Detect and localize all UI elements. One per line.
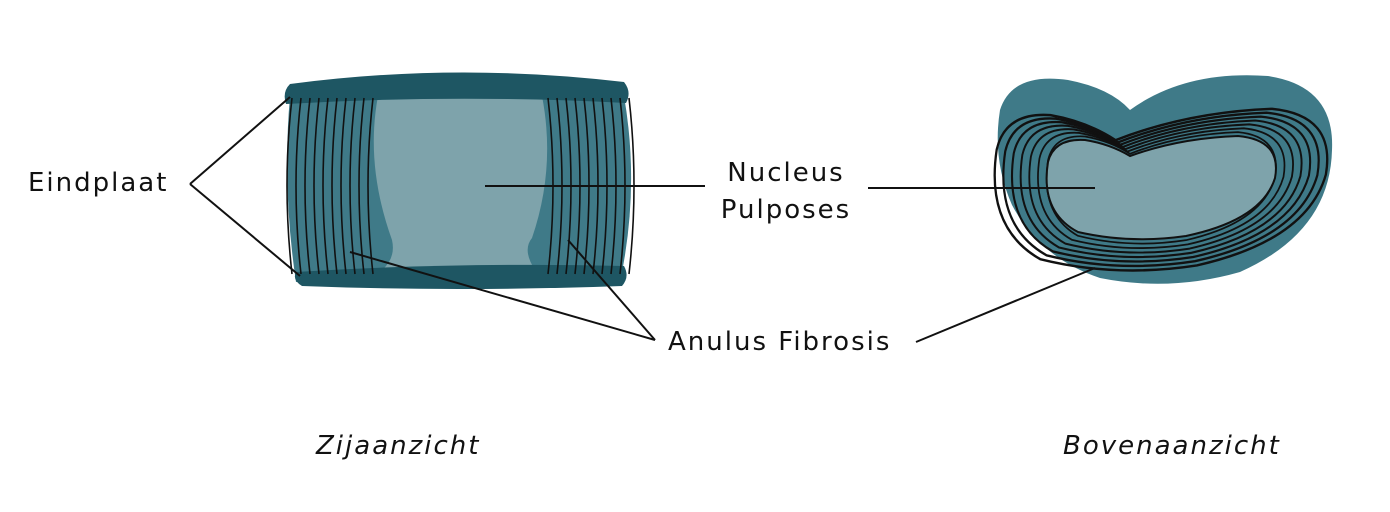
caption-side-view: Zijaanzicht [316,431,481,461]
top-annulus-ring [1028,123,1294,254]
side-endplate-top [284,72,629,104]
leader-endplate-bottom [189,183,301,277]
side-lamella-left [304,97,311,275]
side-annulus-left-lamellae [286,97,374,275]
side-lamella-left [367,97,374,275]
side-lamella-left [286,97,293,275]
label-annulus: Anulus Fibrosis [668,327,892,357]
side-lamella-left [340,97,347,275]
side-nucleus [373,96,548,270]
side-endplate-bottom [294,264,627,289]
leader-annulus-top [915,267,1096,343]
side-lamella-left [322,97,329,275]
leader-annulus-side-left [349,251,656,341]
label-endplate: Eindplaat [28,168,169,198]
top-annulus-ring [993,107,1329,272]
top-annulus-ring [1037,127,1286,250]
side-lamella-left [331,97,338,275]
top-annulus-ring [1010,115,1312,263]
label-nucleus-line2: Pulposes [720,195,852,225]
side-view-disc [284,72,635,289]
leader-endplate-top [189,96,291,185]
leader-lines [189,96,1096,343]
leader-annulus-side-right [567,239,656,341]
side-lamella-left [313,97,320,275]
top-nucleus [1045,134,1277,241]
top-annulus-ring [1019,119,1303,259]
side-lamella-left [358,97,365,275]
top-view-disc [993,75,1333,284]
caption-top-view: Bovenaanzicht [1063,431,1281,461]
top-annulus-ring [1002,111,1320,268]
side-lamella-left [295,97,302,275]
label-nucleus-line1: Nucleus [727,158,845,188]
